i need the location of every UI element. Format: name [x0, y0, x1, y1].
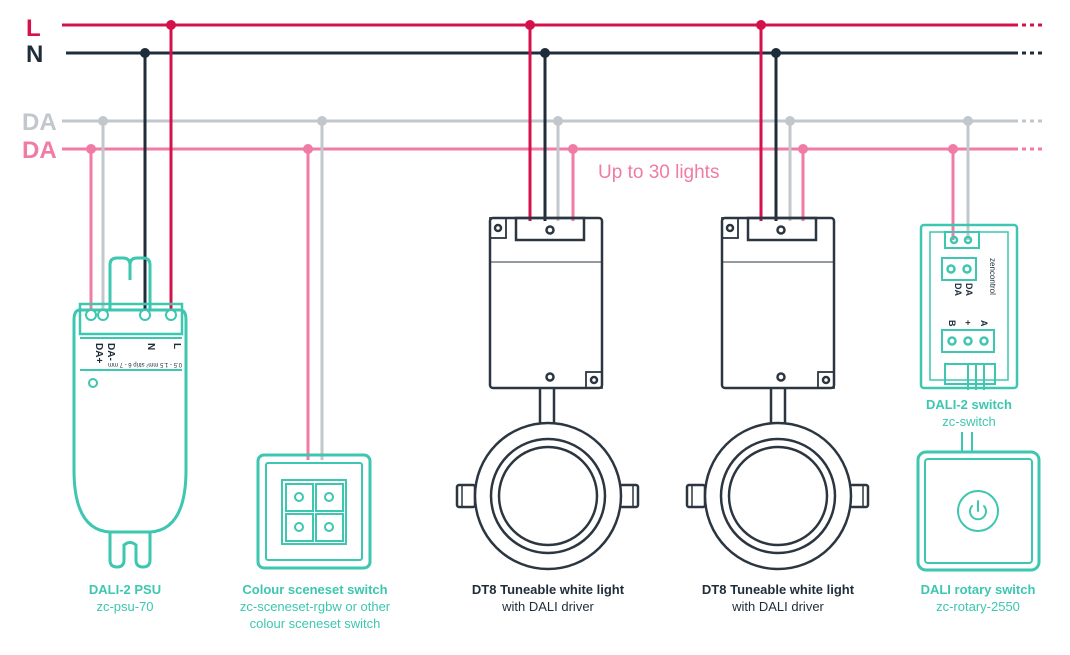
rotary-switch-device — [916, 450, 1041, 572]
sceneset-model-2: colour sceneset switch — [250, 616, 381, 631]
sceneset-switch-device — [256, 453, 372, 570]
power-icon — [969, 500, 987, 521]
drop-wires — [89, 25, 970, 460]
lights-count-note: Up to 30 lights — [598, 162, 719, 183]
light-2-subtitle: with DALI driver — [731, 599, 824, 614]
light-1-subtitle: with DALI driver — [501, 599, 594, 614]
sceneset-model: zc-sceneset-rgbw or other — [240, 599, 391, 614]
psu-terminal-da-minus: DA- — [105, 343, 116, 361]
rotary-title: DALI rotary switch — [921, 582, 1036, 597]
psu-terminal-n: N — [145, 343, 156, 350]
dali-switch-device — [919, 223, 1019, 390]
light-2-driver — [720, 216, 836, 430]
psu-terminal-da-plus: DA+ — [93, 343, 104, 363]
light-1-title: DT8 Tuneable white light — [472, 582, 625, 597]
junction-dots — [86, 20, 973, 154]
bus-label-DA-grey: DA — [22, 109, 57, 136]
psu-device — [72, 256, 188, 569]
device-labels: DALI-2 PSU zc-psu-70 Colour sceneset swi… — [89, 397, 1036, 631]
switch-terminal-da-2: DA — [964, 283, 974, 296]
rotary-model: zc-rotary-2550 — [936, 599, 1020, 614]
psu-title: DALI-2 PSU — [89, 582, 161, 597]
light-2-downlight — [685, 421, 870, 571]
psu-terminal-spec: 0.5 - 1.5 mm² strip 6 - 7 mm — [108, 361, 182, 367]
switch-terminal-plus: + — [963, 320, 973, 325]
bus-label-L: L — [26, 15, 41, 42]
light-1-driver — [488, 216, 604, 430]
bus-label-N: N — [26, 41, 43, 68]
psu-terminal-l: L — [171, 343, 182, 349]
light-1-downlight — [455, 421, 640, 571]
sceneset-title: Colour sceneset switch — [242, 582, 387, 597]
switch-terminal-da-1: DA — [953, 283, 963, 296]
dali-switch-title: DALI-2 switch — [926, 397, 1012, 412]
switch-terminal-a: A — [979, 320, 989, 327]
bus-lines — [62, 23, 1046, 151]
psu-terminals — [85, 309, 177, 321]
psu-model: zc-psu-70 — [96, 599, 153, 614]
switch-brand: zencontrol — [988, 258, 997, 295]
dali-switch-model: zc-switch — [942, 414, 995, 429]
switch-terminal-b: B — [947, 320, 957, 327]
switch-to-rotary-wires — [961, 432, 973, 452]
light-2-title: DT8 Tuneable white light — [702, 582, 855, 597]
bus-label-DA-pink: DA — [22, 137, 57, 164]
